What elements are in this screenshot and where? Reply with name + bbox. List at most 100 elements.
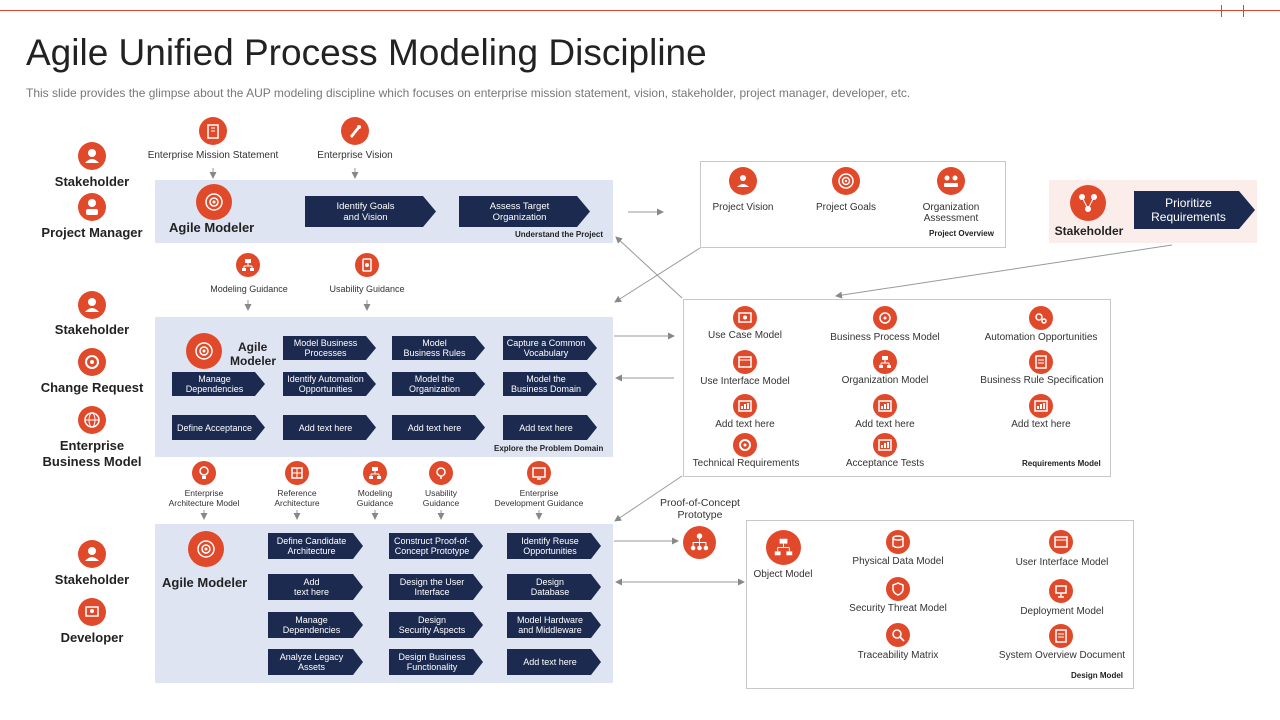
gear-icon (78, 348, 106, 376)
usability-guidance-label: Usability Guidance (329, 284, 405, 294)
step-define-acceptance: Define Acceptance (172, 415, 265, 440)
step-construct-prototype: Construct Proof-of- Concept Prototype (389, 533, 483, 559)
process-icon (873, 306, 897, 330)
step-manage-dependencies: Manage Dependencies (172, 372, 265, 396)
design-item: System Overview Document (998, 650, 1126, 661)
design-item: User Interface Model (1015, 557, 1109, 568)
user-icon (78, 193, 106, 221)
role-stakeholder: Stakeholder (54, 174, 130, 189)
role-enterprise-business-model: Enterprise (59, 438, 125, 453)
lightbulb-icon (192, 461, 216, 485)
chart-icon (733, 394, 757, 418)
step-add-text: Add text here (268, 574, 363, 600)
req-item: Automation Opportunities (984, 332, 1098, 343)
usability-icon (355, 253, 379, 277)
design-item: Deployment Model (1020, 606, 1104, 617)
page-title: Agile Unified Process Modeling Disciplin… (26, 32, 707, 73)
target-icon (832, 167, 860, 195)
organization-icon (937, 167, 965, 195)
use-case-icon (733, 306, 757, 330)
step-design-security: Design Security Aspects (389, 612, 483, 638)
box-label: Project Overview (929, 229, 994, 238)
top-rule-tick (1221, 5, 1222, 17)
gear-icon (733, 433, 757, 457)
data-icon (886, 530, 910, 554)
shield-icon (886, 577, 910, 601)
network-icon (1070, 185, 1106, 221)
step-design-business-functionality: Design Business Functionality (389, 649, 483, 675)
role-change-request: Change Request (40, 380, 144, 395)
box-label: Requirements Model (1022, 459, 1101, 468)
req-item: Acceptance Tests (845, 458, 925, 469)
role-developer: Developer (60, 630, 124, 645)
step-model-organization: Model the Organization (392, 372, 485, 396)
output-label: Enterprise Architecture Model (168, 488, 240, 508)
prioritize-requirements: Prioritize Requirements (1134, 191, 1255, 229)
prototype-label: Proof-of-Concept Prototype (660, 497, 740, 521)
target-gear-icon (186, 333, 222, 369)
vision-icon (729, 167, 757, 195)
role-project-manager: Project Manager (41, 225, 143, 240)
step-design-user-interface: Design the User Interface (389, 574, 483, 600)
role-enterprise-business-model-2: Business Model (42, 454, 142, 469)
target-gear-icon (196, 184, 232, 220)
band-label: Explore the Problem Domain (494, 444, 604, 453)
role-stakeholder: Stakeholder (54, 572, 130, 587)
chart-icon (1029, 394, 1053, 418)
step-analyze-legacy: Analyze Legacy Assets (268, 649, 363, 675)
box-label: Design Model (1071, 671, 1124, 680)
prioritize-stakeholder-label: Stakeholder (1054, 224, 1124, 238)
req-item: Use Case Model (708, 330, 782, 341)
organization-assessment-label: Organization Assessment (922, 202, 980, 224)
agile-modeler-label-2: Modeler (230, 354, 277, 368)
page-subtitle: This slide provides the glimpse about th… (26, 86, 911, 100)
output-label: Modeling Guidance (356, 488, 394, 508)
design-item: Security Threat Model (849, 603, 947, 614)
req-item: Organization Model (841, 375, 929, 386)
deployment-icon (1049, 579, 1073, 603)
building-icon (199, 117, 227, 145)
globe-icon (78, 406, 106, 434)
hierarchy-icon (363, 461, 387, 485)
req-item: Add text here (1011, 419, 1071, 430)
step-assess-target: Assess Target Organization (459, 196, 590, 227)
design-item: Traceability Matrix (857, 650, 939, 661)
document-icon (1049, 624, 1073, 648)
band-label: Understand the Project (515, 230, 604, 239)
rocket-icon (341, 117, 369, 145)
agile-modeler-label: Agile Modeler (162, 575, 248, 590)
developer-icon (78, 598, 106, 626)
interface-icon (733, 350, 757, 374)
step-add-text: Add text here (507, 649, 601, 675)
agile-modeler-label: Agile Modeler (169, 220, 255, 235)
user-icon (78, 291, 106, 319)
monitor-icon (527, 461, 551, 485)
top-rule-tick (1243, 5, 1244, 17)
user-icon (78, 142, 106, 170)
output-label: Enterprise Development Guidance (494, 488, 584, 508)
output-label: Usability Guidance (422, 488, 460, 508)
top-rule (0, 10, 1280, 11)
magnifier-icon (886, 623, 910, 647)
step-manage-dependencies: Manage Dependencies (268, 612, 363, 638)
hierarchy-icon (873, 350, 897, 374)
step-model-business-processes: Model Business Processes (283, 336, 376, 360)
output-label: Reference Architecture (274, 488, 320, 508)
agile-modeler-label: Agile (238, 340, 268, 354)
step-model-hardware: Model Hardware and Middleware (507, 612, 601, 638)
step-identify-goals: Identify Goals and Vision (305, 196, 436, 227)
gears-icon (1029, 306, 1053, 330)
target-gear-icon (188, 531, 224, 567)
req-item: Business Process Model (830, 332, 940, 343)
user-icon (78, 540, 106, 568)
step-model-business-rules: Model Business Rules (392, 336, 485, 360)
step-capture-vocabulary: Capture a Common Vocabulary (503, 336, 597, 360)
step-add-text: Add text here (503, 415, 597, 440)
enterprise-vision-label: Enterprise Vision (317, 150, 393, 161)
grid-icon (285, 461, 309, 485)
design-item: Object Model (753, 569, 813, 580)
project-vision-label: Project Vision (712, 202, 774, 213)
role-stakeholder: Stakeholder (54, 322, 130, 337)
enterprise-mission-label: Enterprise Mission Statement (147, 150, 279, 161)
